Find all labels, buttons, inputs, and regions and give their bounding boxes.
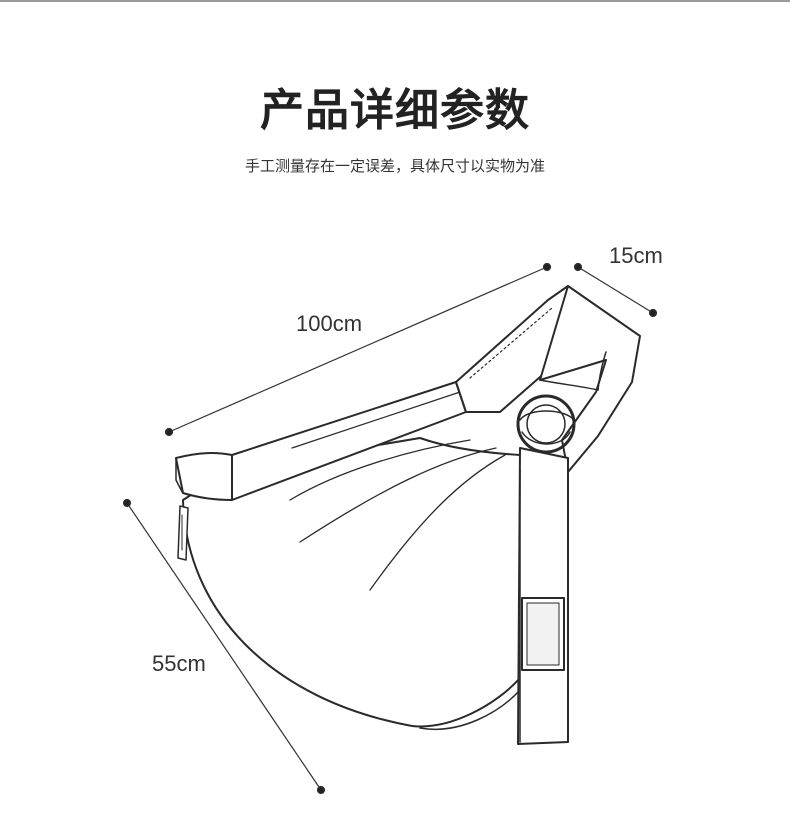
zipper-pull (177, 505, 189, 561)
length-dimension (164, 262, 552, 437)
page-title: 产品详细参数 (260, 85, 530, 136)
top-divider (0, 0, 790, 2)
sling-ring (516, 394, 576, 454)
shoulder-strap (539, 285, 641, 473)
strap-width-label: 15cm (609, 243, 663, 268)
strap-width-dimension (573, 262, 658, 318)
sling-illustration (175, 285, 641, 745)
height-label: 55cm (152, 651, 206, 676)
height-dimension (122, 498, 326, 795)
sling-rim (175, 452, 233, 501)
length-label: 100cm (296, 311, 362, 336)
measurement-disclaimer: 手工测量存在一定误差，具体尺寸以实物为准 (244, 157, 545, 175)
hanging-strap (517, 447, 569, 745)
